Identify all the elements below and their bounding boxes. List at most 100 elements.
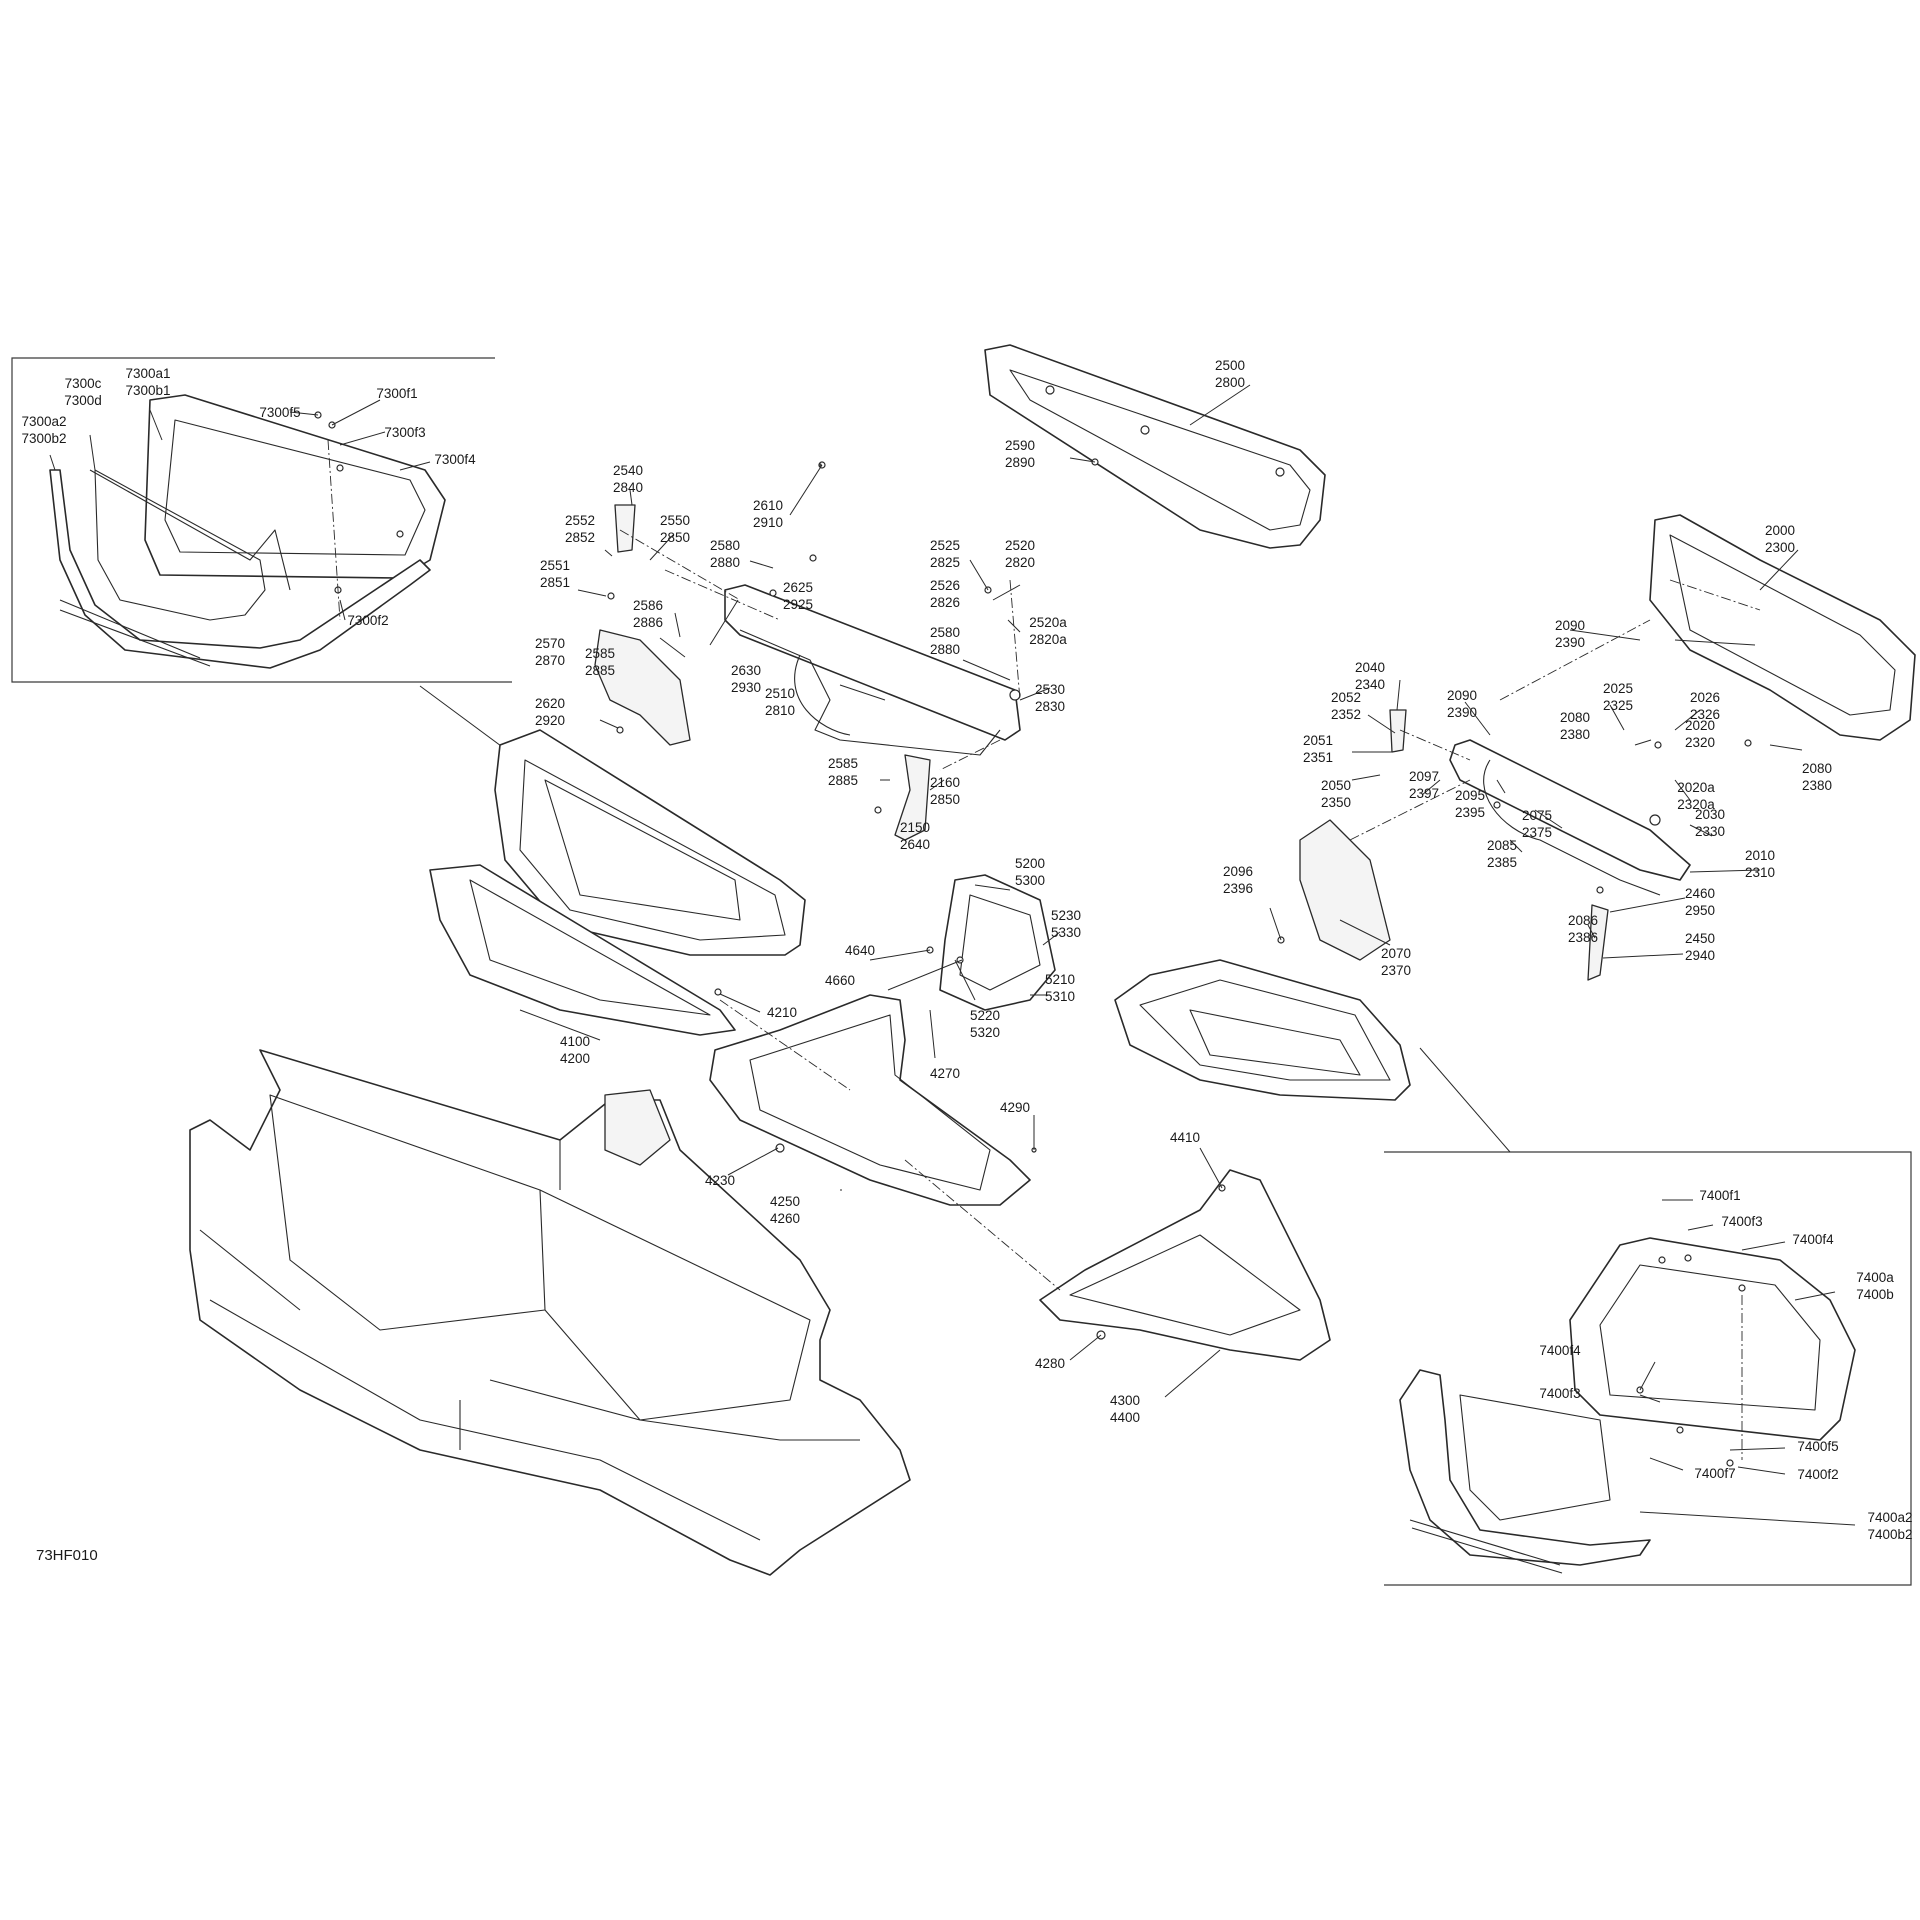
callout-line: 2920	[535, 713, 565, 728]
callout-line: 4400	[1110, 1410, 1140, 1425]
callout-line: 7400f3	[1539, 1386, 1580, 1401]
callout-line: 2090	[1555, 618, 1585, 633]
callout-line: 2825	[930, 555, 960, 570]
callout-line: 7300f4	[434, 452, 476, 467]
callout-2570: 2570 2870	[535, 636, 565, 668]
callout-7300f5: 7300f5	[259, 405, 300, 420]
callout-line: 7400f5	[1797, 1439, 1838, 1454]
callout-line: 2352	[1331, 707, 1361, 722]
callout-2000: 2000 2300	[1765, 523, 1795, 555]
callout-line: 7400f1	[1699, 1188, 1740, 1203]
callout-line: 7400b	[1856, 1287, 1894, 1302]
seat-box	[1299, 819, 1391, 961]
callout-line: 2630	[731, 663, 761, 678]
callout-line: 2080	[1560, 710, 1590, 725]
callout-line: 2850	[660, 530, 690, 545]
callout-4230: 4230	[705, 1173, 735, 1188]
callout-line: 2930	[731, 680, 761, 695]
callout-line: 4300	[1110, 1393, 1140, 1408]
callout-7300f2: 7300f2	[347, 613, 388, 628]
callout-2090a: 2090 2390	[1555, 618, 1585, 650]
callout-7400f1: 7400f1	[1699, 1188, 1740, 1203]
callout-line: 2020	[1685, 718, 1715, 733]
callout-line: 2570	[535, 636, 565, 651]
callout-4290: 4290	[1000, 1100, 1030, 1115]
callout-7400a: 7400a 7400b	[1856, 1270, 1894, 1302]
callout-2586: 2586 2886	[633, 598, 663, 630]
callout-line: 7300f5	[259, 405, 300, 420]
callout-line: 2880	[930, 642, 960, 657]
callout-line: 2320	[1685, 735, 1715, 750]
callout-line: 2460	[1685, 886, 1715, 901]
callout-2020: 2020 2320	[1685, 718, 1715, 750]
callout-line: 2870	[535, 653, 565, 668]
callout-7300f3: 7300f3	[384, 425, 425, 440]
callout-line: 2526	[930, 578, 960, 593]
callout-4640: 4640	[845, 943, 875, 958]
callout-line: 7300a1	[125, 366, 170, 381]
callout-line: 4230	[705, 1173, 735, 1188]
callout-7400f3b: 7400f3	[1539, 1386, 1580, 1401]
callout-line: 2320a	[1677, 797, 1715, 812]
callout-line: 2590	[1005, 438, 1035, 453]
callout-line: 4660	[825, 973, 855, 988]
callout-line: 2840	[613, 480, 643, 495]
inset-leader-right	[1419, 1047, 1511, 1153]
callout-7400f4a: 7400f4	[1792, 1232, 1834, 1247]
callout-line: 2625	[783, 580, 813, 595]
rear-cage-tube	[1449, 739, 1691, 896]
callout-line: 7400f7	[1694, 1466, 1735, 1481]
callout-line: 2150	[900, 820, 930, 835]
callout-line: 2030	[1695, 807, 1725, 822]
callout-line: 5210	[1045, 972, 1075, 987]
callout-7400f2: 7400f2	[1797, 1467, 1838, 1482]
callout-line: 2385	[1487, 855, 1517, 870]
callout-line: 2052	[1331, 690, 1361, 705]
callout-7300a1: 7300a1 7300b1	[125, 366, 170, 398]
callout-line: 2386	[1568, 930, 1598, 945]
callout-line: 2326	[1690, 707, 1720, 722]
inset-frame-left	[11, 357, 512, 683]
pedal-bracket	[894, 754, 931, 841]
callout-line: 2330	[1695, 824, 1725, 839]
callout-line: 2396	[1223, 881, 1253, 896]
callout-line: 2800	[1215, 375, 1245, 390]
callout-line: 2610	[753, 498, 783, 513]
callout-line: 7400a	[1856, 1270, 1894, 1285]
hardware-fasteners	[607, 461, 1752, 1340]
callout-line: 2925	[783, 597, 813, 612]
callout-line: 7300b1	[125, 383, 170, 398]
callout-line: 2586	[633, 598, 663, 613]
callout-line: 2390	[1555, 635, 1585, 650]
callout-line: 7300b2	[21, 431, 66, 446]
callout-line: 2040	[1355, 660, 1385, 675]
callout-line: 2075	[1522, 808, 1552, 823]
callout-line: 2886	[633, 615, 663, 630]
callout-line: 2300	[1765, 540, 1795, 555]
callout-line: 2000	[1765, 523, 1795, 538]
callout-line: 4210	[767, 1005, 797, 1020]
callout-line: 4280	[1035, 1356, 1065, 1371]
callout-line: 5220	[970, 1008, 1000, 1023]
